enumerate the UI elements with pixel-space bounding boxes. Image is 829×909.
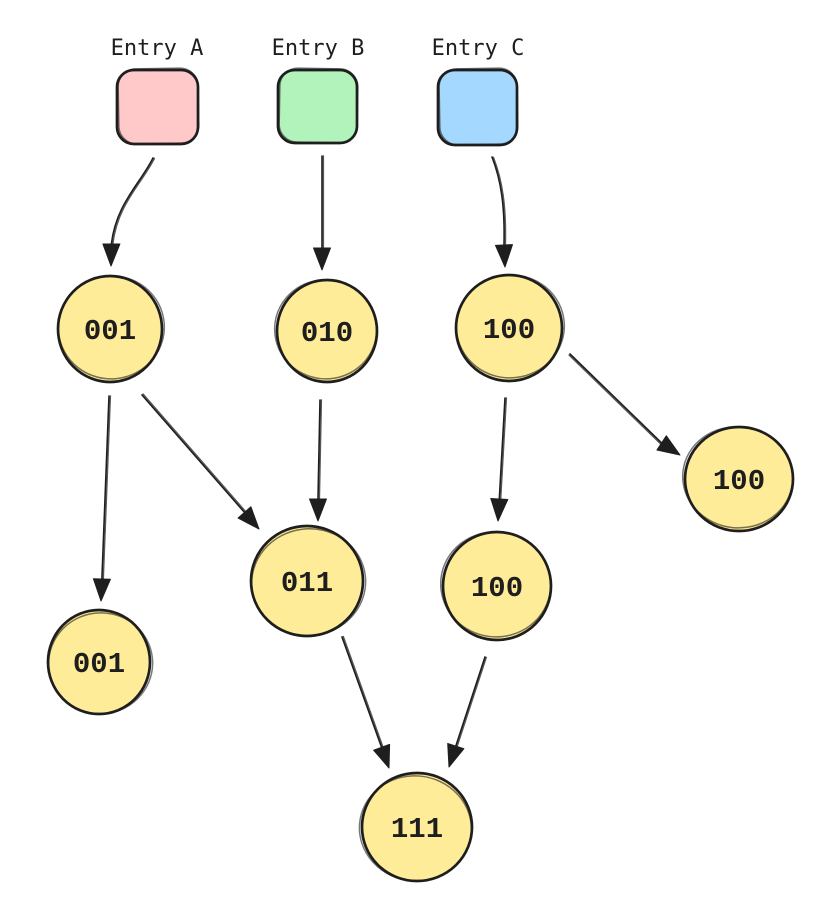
edges-layer: [92, 155, 681, 769]
arrowhead-icon: [373, 743, 391, 769]
entry-a-label: Entry A: [111, 36, 204, 61]
arrowhead-icon: [313, 247, 331, 271]
node-circle-sketch: [250, 528, 367, 637]
entry-squares: [115, 67, 519, 147]
node-label: 100: [483, 314, 535, 347]
arrow-shaft-sketch: [318, 399, 323, 500]
edge-100-to-111: [447, 656, 487, 768]
node-circle-sketch: [681, 426, 794, 529]
edge-entry-b-to-010: [313, 155, 331, 271]
node-100-right: 100: [681, 425, 795, 533]
arrow-shaft: [569, 353, 663, 444]
arrowhead-icon: [102, 243, 121, 267]
arrowhead-icon: [92, 578, 111, 602]
edge-010-to-011: [309, 399, 327, 522]
arrowhead-icon: [447, 743, 465, 768]
node-circle-sketch: [273, 279, 378, 380]
node-label: 010: [301, 317, 353, 350]
arrowhead-icon: [495, 244, 513, 268]
scene: Entry A Entry B Entry C 00: [46, 36, 795, 883]
node-circle-sketch: [358, 775, 473, 882]
arrow-shaft: [498, 397, 506, 500]
arrow-shaft-sketch: [456, 656, 487, 748]
arrowhead-icon: [656, 435, 681, 456]
arrow-shaft-sketch: [568, 354, 662, 445]
arrowhead-icon: [309, 498, 327, 522]
entry-b-box: [276, 68, 359, 145]
edge-011-to-111: [341, 635, 391, 769]
node-label: 111: [391, 813, 443, 846]
entry-c-box-sketch: [438, 67, 519, 146]
node-111-row3: 111: [358, 771, 474, 883]
arrow-shaft-sketch: [492, 156, 507, 247]
entry-a-box-sketch: [117, 67, 200, 145]
node-010-row1: 010: [273, 278, 379, 384]
arrow-shaft-sketch: [342, 635, 384, 748]
node-circle-sketch: [439, 531, 552, 638]
node-100-row2: 100: [439, 530, 553, 642]
edge-001-to-011: [141, 393, 260, 530]
node-001-row2: 001: [46, 608, 154, 716]
node-011-row2: 011: [249, 524, 367, 638]
node-label: 100: [713, 465, 765, 498]
node-label: 001: [73, 648, 125, 681]
node-label: 011: [281, 567, 333, 600]
arrow-shaft-sketch: [112, 157, 156, 246]
arrow-shaft: [110, 157, 154, 245]
arrow-shaft-sketch: [102, 395, 112, 580]
arrow-shaft: [141, 394, 246, 514]
arrow-shaft-sketch: [142, 393, 247, 513]
node-label: 100: [471, 572, 523, 605]
arrow-shaft: [317, 399, 321, 500]
nodes-layer: 001 010 100 100 011: [46, 273, 795, 883]
arrow-shaft: [101, 395, 110, 580]
arrow-shaft: [341, 636, 383, 749]
node-circle-sketch: [57, 275, 166, 380]
entry-b-label: Entry B: [272, 36, 365, 61]
entry-labels: Entry A Entry B Entry C: [111, 36, 525, 61]
entry-b-box-sketch: [278, 67, 359, 144]
arrow-shaft: [491, 156, 505, 246]
node-001-row1: 001: [56, 274, 166, 384]
entry-b-square: [276, 67, 359, 145]
node-circle-sketch: [455, 274, 566, 379]
arrow-shaft-sketch: [499, 397, 508, 500]
arrow-shaft: [455, 656, 486, 747]
edge-entry-a-to-001: [102, 157, 156, 267]
arrowhead-icon: [237, 506, 260, 530]
edge-entry-c-to-100: [491, 156, 513, 268]
node-label: 001: [84, 315, 136, 348]
entry-c-box: [436, 68, 519, 147]
entry-c-square: [436, 67, 519, 147]
entry-c-label: Entry C: [432, 36, 525, 61]
node-circle-sketch: [47, 612, 154, 715]
edge-100-to-100-right: [568, 353, 681, 456]
entry-a-square: [115, 67, 200, 146]
edge-001-to-001: [92, 395, 112, 602]
node-100-row1: 100: [454, 273, 566, 383]
arrowhead-icon: [490, 498, 509, 522]
entry-a-box: [115, 68, 200, 146]
edge-100-to-100-down: [490, 397, 509, 522]
